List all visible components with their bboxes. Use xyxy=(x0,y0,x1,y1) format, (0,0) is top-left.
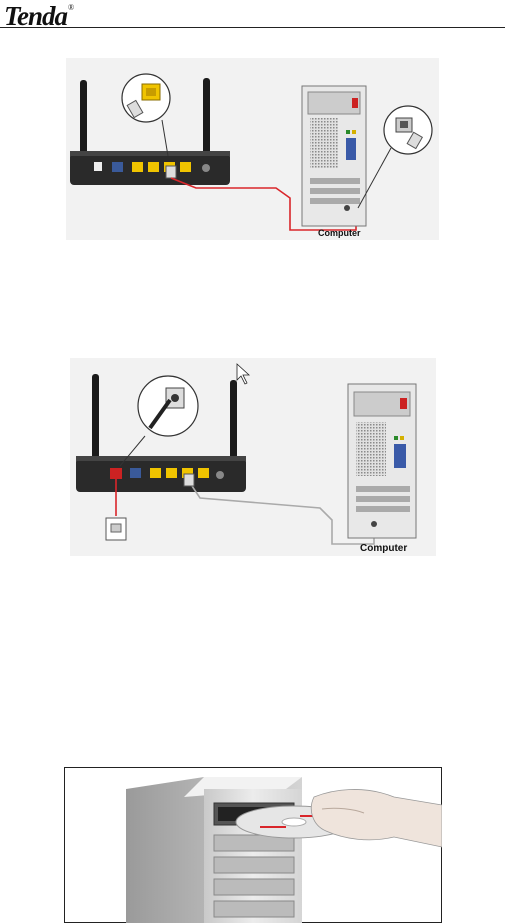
figure2-illustration: Computer xyxy=(70,358,436,556)
computer-label: Computer xyxy=(318,228,361,238)
router-antenna-left-icon xyxy=(92,374,99,462)
registered-mark: ® xyxy=(68,3,73,12)
router-antenna-right-icon xyxy=(230,380,237,462)
figure-router-phone-line: Computer xyxy=(70,358,436,556)
router-antenna-right-icon xyxy=(203,78,210,155)
computer-label: Computer xyxy=(360,543,407,554)
figure1-illustration: Computer xyxy=(66,58,439,240)
router-antenna-left-icon xyxy=(80,80,87,155)
figure-router-to-computer: Computer xyxy=(66,58,439,240)
header-rule xyxy=(0,27,505,28)
figure3-illustration xyxy=(64,767,442,923)
figure-insert-cd xyxy=(64,767,442,923)
